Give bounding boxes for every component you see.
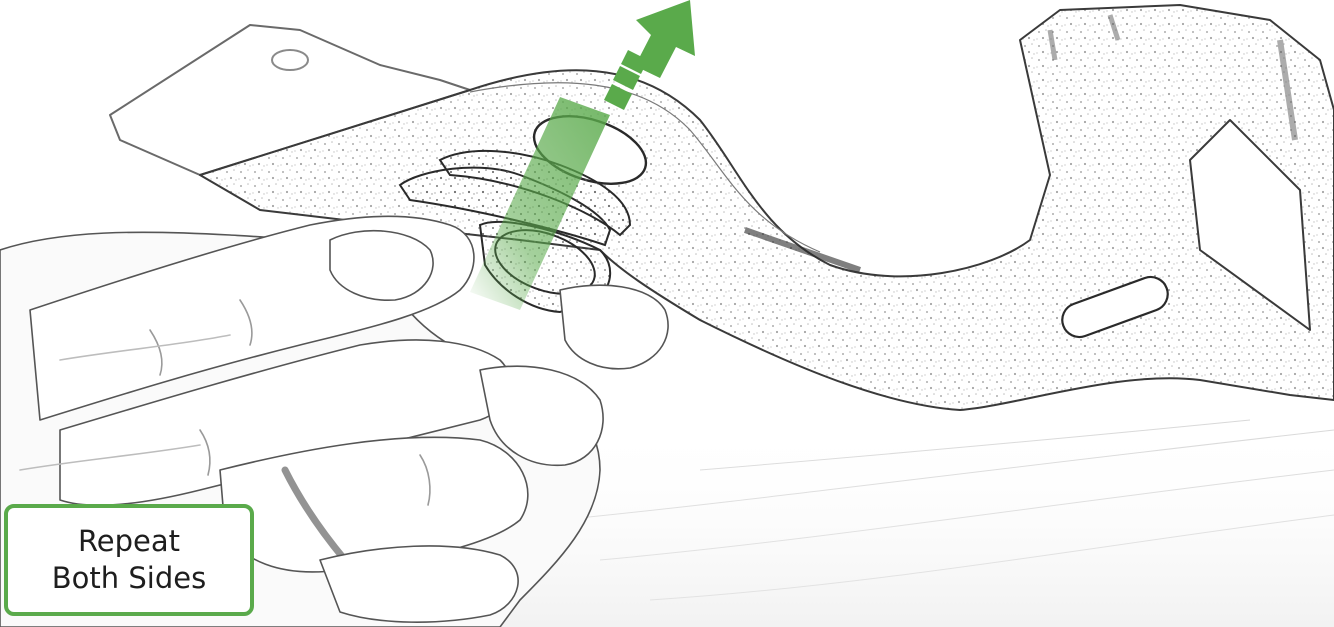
repeat-both-sides-callout: Repeat Both Sides (4, 504, 254, 616)
callout-line-1: Repeat (78, 523, 180, 560)
callout-line-2: Both Sides (52, 560, 206, 597)
